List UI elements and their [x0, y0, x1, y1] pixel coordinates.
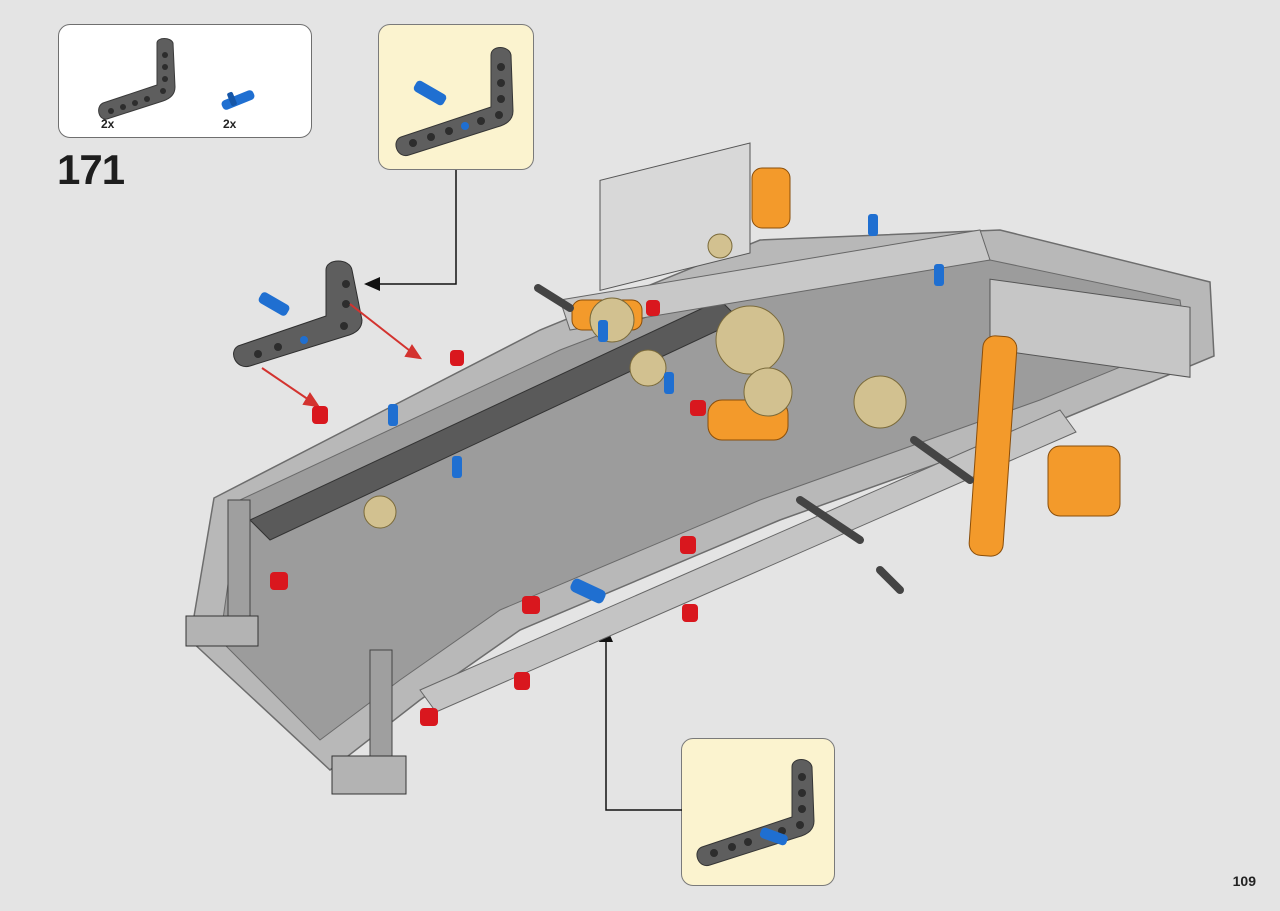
parts-list-illustration [98, 38, 255, 120]
callout-bottom-illustration [696, 759, 815, 867]
red-pins [270, 300, 706, 726]
parts-list-box: 2x 2x [58, 24, 312, 138]
orange-liftarms [571, 167, 1121, 557]
part-quantity-liftarm: 2x [101, 117, 115, 131]
callout-top-arrowhead-icon [364, 277, 380, 291]
axle-pin-blue-icon [221, 90, 255, 110]
part-quantity-pin: 2x [223, 117, 237, 131]
blue-pins [388, 214, 944, 604]
leg-left-front [185, 499, 259, 647]
callout-top-pointer-line [366, 170, 457, 285]
l-liftarm-being-added-top [233, 260, 363, 368]
page-number: 109 [1232, 873, 1256, 889]
sub-assembly-callout-top [378, 24, 534, 170]
sub-assembly-callout-bottom [681, 738, 835, 886]
callout-bottom-arrowhead-icon [599, 626, 613, 642]
install-arrows [261, 303, 423, 408]
gears-tan [363, 233, 907, 529]
callout-bottom-pointer-line [605, 630, 682, 811]
callout-top-illustration [395, 47, 514, 157]
step-number: 171 [57, 146, 125, 193]
chassis-frame [189, 142, 1215, 771]
l-shaped-liftarm-dark-gray-icon [98, 38, 176, 120]
leg-left-rear [331, 649, 407, 795]
axles-dark [534, 284, 974, 594]
